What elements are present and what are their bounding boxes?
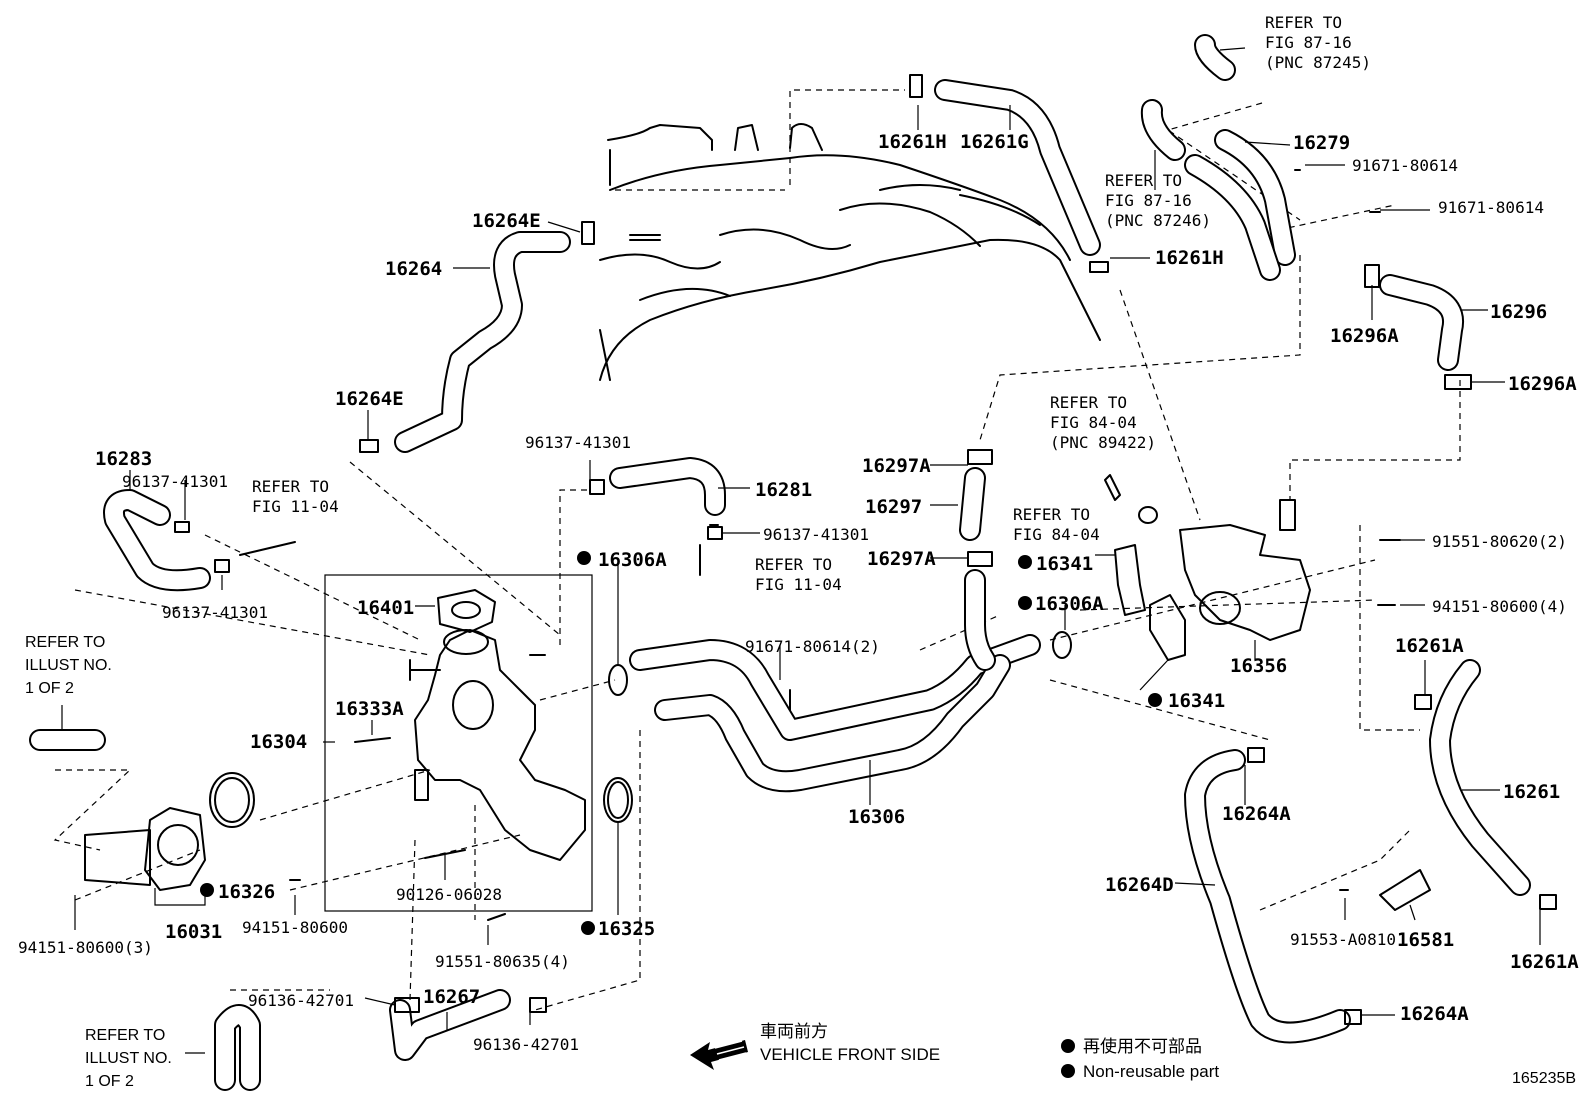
part-number-label: 16279 — [1293, 132, 1350, 154]
part-number-label: 96136-42701 — [248, 991, 354, 1010]
water-outlet-16356 — [1114, 499, 1311, 661]
refer-to-fig-label: REFER TO — [252, 477, 329, 496]
refer-to-fig-label: REFER TO — [755, 555, 832, 574]
part-number-label: 16326 — [218, 881, 275, 903]
part-number-label: 16267 — [423, 986, 480, 1008]
part-number-label: 16341 — [1036, 553, 1093, 575]
part-number-label: 16281 — [755, 479, 812, 501]
part-number-label: 16297A — [867, 548, 936, 570]
cap-16401 — [437, 589, 496, 633]
housing-16031 — [84, 829, 151, 886]
part-number-label: 96137-41301 — [525, 433, 631, 452]
gasket-16326 — [209, 772, 255, 828]
clamps — [174, 74, 1557, 1025]
part-number-label: 96137-41301 — [162, 603, 268, 622]
part-number-label: 16264E — [335, 388, 404, 410]
part-number-label: 96137-41301 — [122, 472, 228, 491]
part-number-label: 16283 — [95, 448, 152, 470]
refer-to-fig-label: FIG 87-16 — [1105, 191, 1192, 210]
part-number-label: 96136-42701 — [473, 1035, 579, 1054]
part-number-label: 16356 — [1230, 655, 1287, 677]
part-number-label: 16264 — [385, 258, 442, 280]
part-number-label: 91551-80635(4) — [435, 952, 570, 971]
water-pump-assembly — [84, 169, 1401, 921]
part-number-label: 16264D — [1105, 874, 1174, 896]
part-number-label: 16296 — [1490, 301, 1547, 323]
part-number-label: 94151-80600(3) — [18, 938, 153, 957]
part-number-label: 16261H — [878, 131, 947, 153]
part-number-label: 16031 — [165, 921, 222, 943]
refer-to-fig-label: REFER TO — [1105, 171, 1182, 190]
pump-body-16304 — [414, 629, 586, 861]
gasket-16341-b — [1149, 594, 1186, 661]
part-number-label: 16581 — [1397, 929, 1454, 951]
part-number-label: 91553-A0810 — [1290, 930, 1396, 949]
part-number-label: 91671-80614 — [1438, 198, 1544, 217]
refer-to-illust-label: REFER TO — [25, 634, 105, 651]
part-number-label: 16261A — [1395, 635, 1464, 657]
part-number-label: 16264A — [1222, 803, 1291, 825]
part-number-label: 16306 — [848, 806, 905, 828]
vehicle-front-label: VEHICLE FRONT SIDE — [760, 1045, 940, 1064]
part-number-label: 16306A — [1035, 593, 1104, 615]
part-number-label: 16261 — [1503, 781, 1560, 803]
non-reusable-dot-icon — [1061, 1064, 1075, 1078]
part-number-label: 16297A — [862, 455, 931, 477]
part-number-label: 96137-41301 — [763, 525, 869, 544]
refer-to-fig-label: FIG 11-04 — [755, 575, 842, 594]
refer-to-illust-label: ILLUST NO. — [25, 657, 112, 674]
legend-jp-label: 再使用不可部品 — [1083, 1036, 1202, 1056]
vehicle-front-arrow-icon — [690, 1040, 748, 1070]
part-number-label: 16264A — [1400, 1003, 1469, 1025]
bracket-16581 — [1379, 869, 1431, 911]
part-number-label: 16261H — [1155, 247, 1224, 269]
refer-to-fig-label: (PNC 87246) — [1105, 211, 1211, 230]
non-reusable-markers — [200, 551, 1162, 935]
non-reusable-dot-icon — [1061, 1039, 1075, 1053]
gasket-16306A — [608, 664, 628, 696]
refer-to-illust-label: 1 OF 2 — [85, 1073, 134, 1090]
part-number-label: 91671-80614 — [1352, 156, 1458, 175]
part-number-label: 16296A — [1508, 373, 1577, 395]
refer-to-fig-label: FIG 84-04 — [1050, 413, 1137, 432]
refer-to-fig-label: FIG 11-04 — [252, 497, 339, 516]
legend-label: Non-reusable part — [1083, 1062, 1219, 1081]
leader-lines — [61, 47, 1541, 1054]
gasket-16341-a — [1114, 544, 1146, 616]
refer-to-illust-label: 1 OF 2 — [25, 680, 74, 697]
refer-to-fig-label: FIG 84-04 — [1013, 525, 1100, 544]
hoses — [29, 34, 1531, 1091]
part-number-label: 16264E — [472, 210, 541, 232]
connection-lines — [53, 89, 1461, 1011]
part-number-label: 91551-80620(2) — [1432, 532, 1567, 551]
part-number-label: 16333A — [335, 698, 404, 720]
refer-to-fig-label: FIG 87-16 — [1265, 33, 1352, 52]
refer-to-fig-label: (PNC 89422) — [1050, 433, 1156, 452]
part-number-label: 16261A — [1510, 951, 1579, 973]
refer-to-fig-label: REFER TO — [1013, 505, 1090, 524]
part-number-label: 16341 — [1168, 690, 1225, 712]
part-number-label: 94151-80600(4) — [1432, 597, 1567, 616]
part-number-label: 90126-06028 — [396, 885, 502, 904]
diagram-id-label: 165235B — [1512, 1070, 1576, 1087]
refer-to-fig-label: (PNC 87245) — [1265, 53, 1371, 72]
part-number-label: 16306A — [598, 549, 667, 571]
part-number-label: 94151-80600 — [242, 918, 348, 937]
part-number-label: 16304 — [250, 731, 307, 753]
part-number-label: 16296A — [1330, 325, 1399, 347]
refer-to-fig-label: REFER TO — [1050, 393, 1127, 412]
refer-to-illust-label: ILLUST NO. — [85, 1050, 172, 1067]
engine-outline — [599, 123, 1101, 381]
refer-to-fig-label: REFER TO — [1265, 13, 1342, 32]
vehicle-front-jp-label: 車両前方 — [760, 1022, 828, 1041]
part-number-label: 16401 — [357, 597, 414, 619]
part-number-label: 16297 — [865, 496, 922, 518]
part-number-label: 91671-80614(2) — [745, 637, 880, 656]
subassembly-box — [324, 574, 593, 912]
part-number-label: 16325 — [598, 918, 655, 940]
refer-to-illust-label: REFER TO — [85, 1027, 165, 1044]
part-number-label: 16261G — [960, 131, 1029, 153]
